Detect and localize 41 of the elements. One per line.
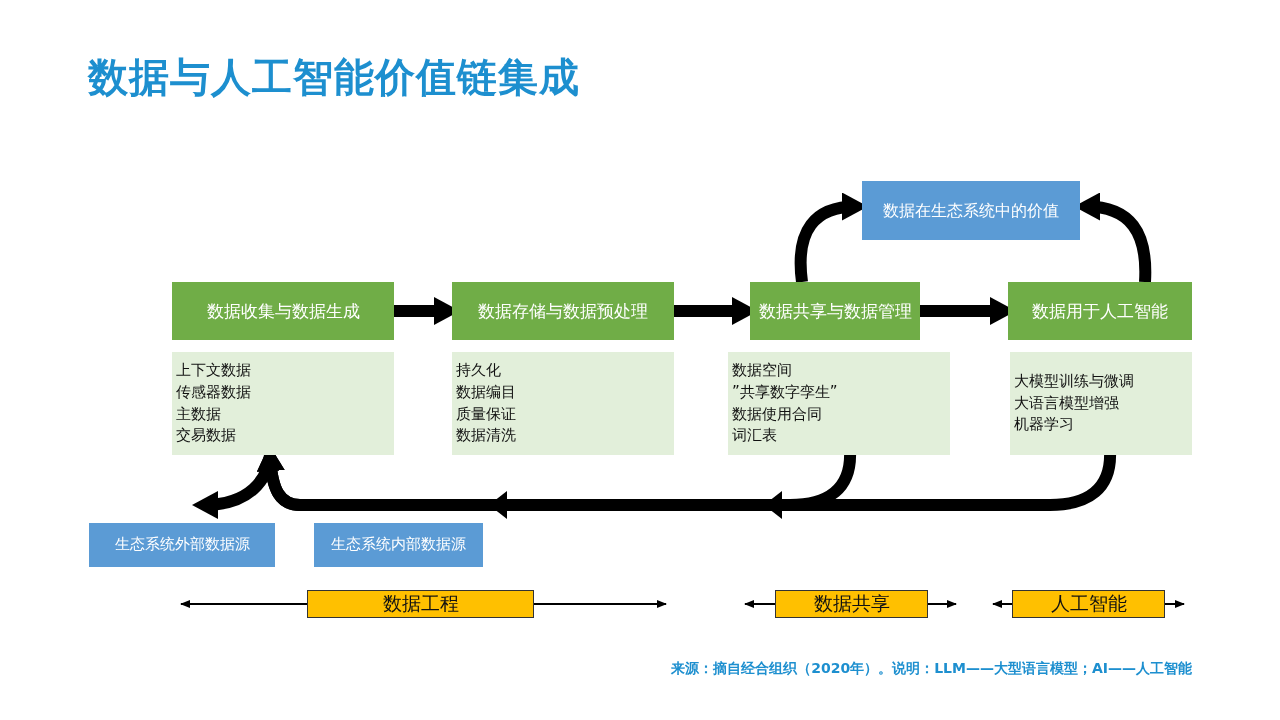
list-item: 传感器数据 [176,381,251,403]
process-box [452,282,674,340]
title: 数据与人工智能价值链集成 [88,53,580,102]
list-item: 数据编目 [456,381,516,403]
box-label: 数据存储与数据预处理 [478,299,648,323]
item-list-box [172,352,394,455]
box-label: 数据共享 [813,591,890,617]
box-label: 生态系统内部数据源 [331,534,466,556]
process-box [750,282,920,340]
list-item: 数据空间 [732,360,792,381]
list-item: 持久化 [456,360,501,381]
box-label: 数据工程 [382,591,459,617]
box-label: 数据在生态系统中的价值 [883,199,1059,222]
box-label: 数据用于人工智能 [1032,299,1168,323]
item-list-box [452,352,674,455]
phase-bar [1012,590,1165,618]
list-item: 数据使用合同 [732,403,822,425]
phase-bar [307,590,534,618]
value-box [862,181,1080,240]
list-item: ”共享数字孪生” [732,381,838,403]
list-item: 上下文数据 [176,360,251,381]
item-list-box [1010,352,1192,455]
box-label: 数据收集与数据生成 [206,299,360,323]
list-item: 主数据 [176,403,221,425]
list-item: 大语言模型增强 [1014,392,1119,414]
list-item: 质量保证 [456,403,516,425]
list-item: 机器学习 [1014,414,1074,436]
list-item: 大模型训练与微调 [1014,370,1134,392]
source-box [89,523,275,567]
item-list-box [728,352,950,455]
list-item: 交易数据 [176,425,236,447]
process-box [1008,282,1192,340]
box-label: 生态系统外部数据源 [114,534,250,556]
caption: 来源：摘自经合组织（2020年）。说明：LLM——大型语言模型；AI——人工智能 [671,660,1192,678]
box-label: 数据共享与数据管理 [758,299,912,323]
source-box [314,523,483,567]
box-label: 人工智能 [1050,591,1127,617]
phase-bar [775,590,928,618]
process-box [172,282,394,340]
list-item: 数据清洗 [456,425,516,447]
list-item: 词汇表 [732,425,777,447]
